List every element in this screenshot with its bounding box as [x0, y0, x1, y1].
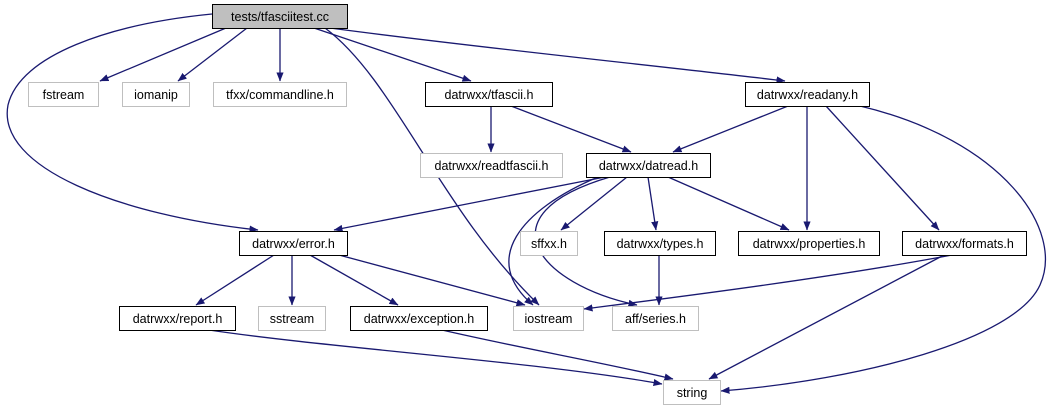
- edge-readany-to-string: [720, 105, 1046, 394]
- edge-error-to-iostream: [338, 254, 526, 307]
- node-box-tfascii: [425, 82, 553, 107]
- edge-datread-to-sffxx: [560, 176, 628, 231]
- node-string: string: [663, 380, 721, 405]
- node-box-iomanip: [122, 82, 190, 107]
- node-label-report: datrwxx/report.h: [133, 312, 223, 326]
- edge-readany-to-formats: [825, 105, 940, 231]
- node-report[interactable]: datrwxx/report.h: [119, 306, 236, 331]
- node-label-readtfascii: datrwxx/readtfascii.h: [435, 159, 549, 173]
- node-label-fstream: fstream: [43, 88, 85, 102]
- node-fstream: fstream: [28, 82, 99, 107]
- node-box-fstream: [28, 82, 99, 107]
- node-label-exception: datrwxx/exception.h: [364, 312, 475, 326]
- node-properties[interactable]: datrwxx/properties.h: [738, 231, 880, 256]
- edge-formats-to-string: [708, 254, 945, 380]
- edge-tfasciitest-to-iostream: [324, 27, 540, 306]
- node-error[interactable]: datrwxx/error.h: [239, 231, 348, 256]
- node-sstream: sstream: [258, 306, 326, 331]
- node-label-error: datrwxx/error.h: [252, 237, 335, 251]
- node-exception[interactable]: datrwxx/exception.h: [350, 306, 488, 331]
- node-box-sffxx: [520, 231, 578, 256]
- node-box-readany: [745, 82, 870, 107]
- node-label-readany: datrwxx/readany.h: [757, 88, 858, 102]
- node-box-readtfascii: [420, 153, 563, 178]
- edges-layer: [6, 13, 1046, 394]
- node-box-error: [239, 231, 348, 256]
- node-label-commandline: tfxx/commandline.h: [226, 88, 334, 102]
- node-box-sstream: [258, 306, 326, 331]
- edge-exception-to-string: [441, 329, 674, 381]
- node-label-sstream: sstream: [270, 312, 314, 326]
- node-datread[interactable]: datrwxx/datread.h: [586, 153, 711, 178]
- node-box-iostream: [513, 306, 584, 331]
- edge-datread-to-iostream: [508, 176, 599, 306]
- node-box-types: [604, 231, 716, 256]
- edge-tfasciitest-to-error: [6, 13, 259, 233]
- node-tfascii[interactable]: datrwxx/tfascii.h: [425, 82, 553, 107]
- edge-datread-to-types: [647, 176, 659, 231]
- node-box-exception: [350, 306, 488, 331]
- node-label-properties: datrwxx/properties.h: [753, 237, 866, 251]
- node-types[interactable]: datrwxx/types.h: [604, 231, 716, 256]
- node-box-datread: [586, 153, 711, 178]
- node-sffxx: sffxx.h: [520, 231, 578, 256]
- node-formats[interactable]: datrwxx/formats.h: [902, 231, 1027, 256]
- node-label-datread: datrwxx/datread.h: [599, 159, 698, 173]
- node-label-types: datrwxx/types.h: [617, 237, 704, 251]
- node-iostream: iostream: [513, 306, 584, 331]
- node-series: aff/series.h: [612, 306, 699, 331]
- edge-readany-to-datread: [672, 105, 789, 153]
- node-iomanip: iomanip: [122, 82, 190, 107]
- edge-error-to-report: [195, 254, 275, 306]
- node-box-commandline: [213, 82, 347, 107]
- node-label-iostream: iostream: [525, 312, 573, 326]
- nodes-layer: tests/tfasciitest.cc fstream iomanip tfxx/c…: [28, 4, 1027, 405]
- node-box-properties: [738, 231, 880, 256]
- node-box-report: [119, 306, 236, 331]
- edge-datread-to-properties: [667, 176, 790, 231]
- node-label-sffxx: sffxx.h: [531, 237, 567, 251]
- node-readtfascii: datrwxx/readtfascii.h: [420, 153, 563, 178]
- node-commandline: tfxx/commandline.h: [213, 82, 347, 107]
- edge-tfasciitest-to-readany: [329, 27, 786, 84]
- node-box-string: [663, 380, 721, 405]
- edge-datread-to-error: [333, 176, 606, 232]
- edge-error-to-exception: [309, 254, 399, 306]
- node-tfasciitest[interactable]: tests/tfasciitest.cc: [212, 4, 348, 29]
- node-label-tfasciitest: tests/tfasciitest.cc: [231, 10, 329, 24]
- node-box-formats: [902, 231, 1027, 256]
- node-box-tfasciitest: [212, 4, 348, 29]
- edge-tfasciitest-to-tfascii: [313, 27, 472, 82]
- edge-formats-to-iostream: [583, 254, 953, 312]
- node-label-string: string: [677, 386, 708, 400]
- edge-tfascii-to-datread: [510, 105, 632, 153]
- node-readany[interactable]: datrwxx/readany.h: [745, 82, 870, 107]
- node-label-series: aff/series.h: [625, 312, 686, 326]
- edge-report-to-string: [208, 329, 663, 387]
- edge-tfasciitest-to-iomanip: [177, 27, 248, 82]
- node-label-formats: datrwxx/formats.h: [915, 237, 1014, 251]
- edge-tfasciitest-to-fstream: [99, 27, 227, 82]
- node-label-iomanip: iomanip: [134, 88, 178, 102]
- node-box-series: [612, 306, 699, 331]
- node-label-tfascii: datrwxx/tfascii.h: [445, 88, 534, 102]
